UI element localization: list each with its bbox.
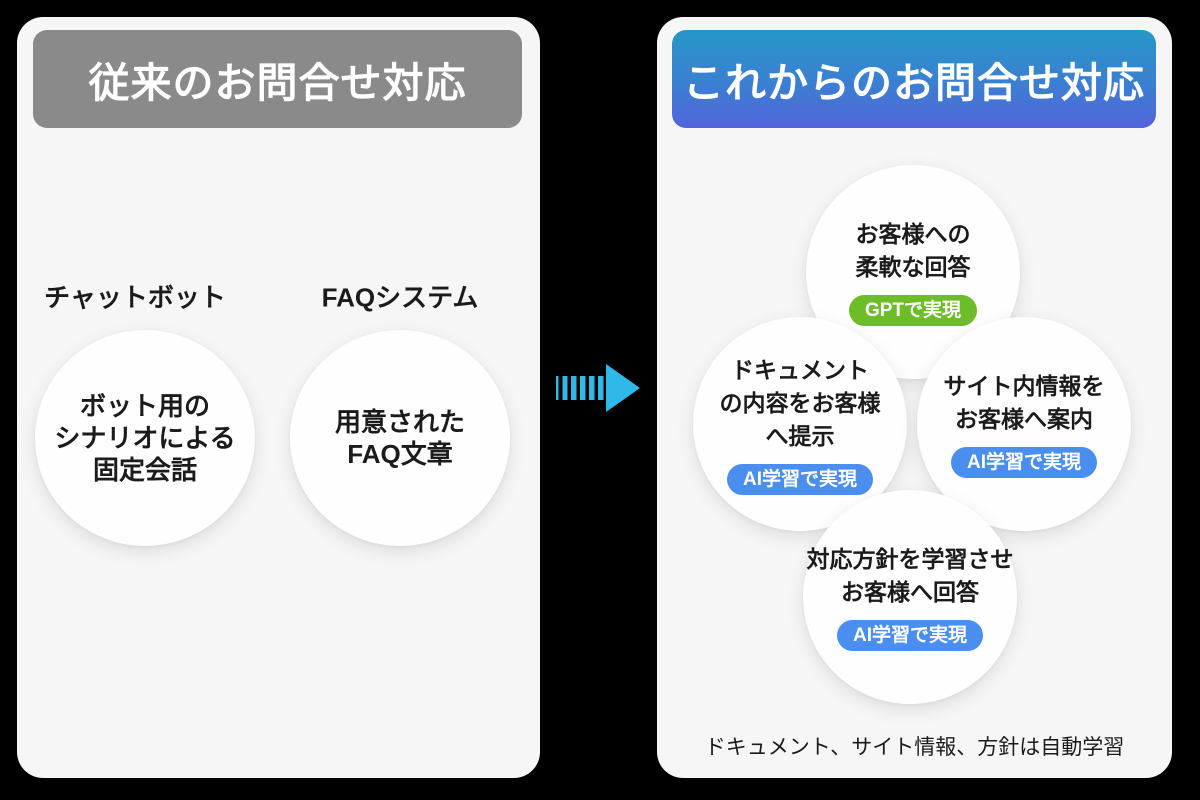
ai-learning-badge: AI学習で実現 bbox=[726, 463, 873, 495]
ai-learning-badge: AI学習で実現 bbox=[836, 620, 983, 651]
legacy-panel-title: 従来のお問合せ対応 bbox=[88, 60, 467, 106]
legacy-panel-header: 従来のお問合せ対応 bbox=[33, 30, 522, 128]
site-info-circle: サイト内情報を お客様へ案内 AI学習で実現 bbox=[917, 317, 1131, 531]
faq-circle-text: 用意された FAQ文章 bbox=[334, 407, 465, 469]
chatbot-circle-text: ボット用の シナリオによる 固定会話 bbox=[54, 391, 236, 485]
chatbot-circle: ボット用の シナリオによる 固定会話 bbox=[35, 330, 255, 546]
legacy-panel: 従来のお問合せ対応 チャットボット FAQシステム ボット用の シナリオによる … bbox=[17, 17, 540, 778]
transition-arrow-icon bbox=[556, 364, 640, 412]
faq-circle: 用意された FAQ文章 bbox=[290, 330, 510, 546]
chatbot-label: チャットボット bbox=[44, 282, 226, 313]
ai-learning-badge: AI学習で実現 bbox=[950, 447, 1097, 478]
document-circle: ドキュメント の内容をお客様 へ提示 AI学習で実現 bbox=[693, 317, 907, 531]
modern-panel-header: これからのお問合せ対応 bbox=[672, 30, 1156, 128]
auto-learning-footnote: ドキュメント、サイト情報、方針は自動学習 bbox=[704, 736, 1125, 759]
arrow-svg bbox=[556, 364, 640, 412]
gpt-badge: GPTで実現 bbox=[848, 295, 978, 326]
policy-circle: 対応方針を学習させ お客様へ回答 AI学習で実現 bbox=[803, 490, 1017, 704]
modern-panel: これからのお問合せ対応 お客様への 柔軟な回答 GPTで実現 ドキュメント の内… bbox=[657, 17, 1172, 778]
modern-panel-title: これからのお問合せ対応 bbox=[683, 60, 1145, 106]
faq-system-label: FAQシステム bbox=[321, 282, 479, 313]
